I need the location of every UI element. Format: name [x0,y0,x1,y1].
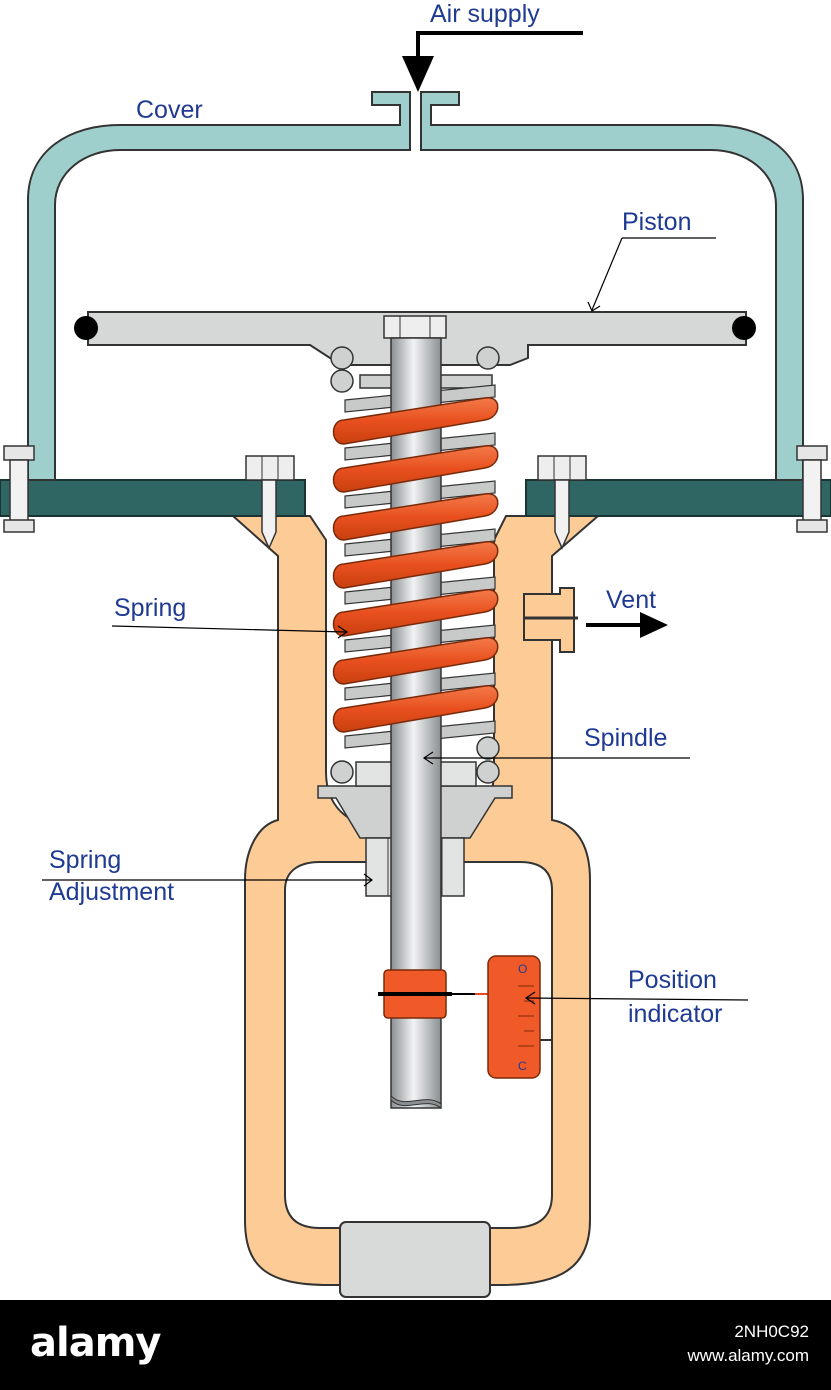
flange-bolt-left [3,445,35,533]
flange [0,479,831,517]
pneumatic-actuator-diagram: O C Air supply Cover Piston Spring Vent … [0,0,831,1298]
indicator-mark-open: O [518,962,527,976]
vent-port [523,587,668,653]
label-piston: Piston [622,208,691,236]
vent-arrow-icon [640,612,668,638]
position-indicator: O C [487,955,552,1079]
site-url-text: www.alamy.com [687,1346,809,1365]
label-vent: Vent [606,586,656,614]
label-spring-adjustment-line2: Adjustment [49,878,174,906]
label-spring: Spring [114,594,186,622]
spindle-clamp [378,969,490,1019]
air-supply-arrow-icon [402,31,583,92]
label-air-supply: Air supply [430,0,540,28]
leader-lines [42,237,749,1005]
yoke-screw-right [537,455,587,550]
watermark-logo: alamy [30,1320,161,1366]
watermark-image-id: 2NH0C92 www.alamy.com [687,1320,809,1368]
yoke-screw-left [245,455,295,550]
label-spring-adjustment-line1: Spring [49,846,121,874]
watermark-footer: alamy 2NH0C92 www.alamy.com [0,1300,831,1390]
flange-bolt-right [796,445,828,533]
label-position-indicator-line2: indicator [628,1000,723,1028]
label-spindle: Spindle [584,724,667,752]
cover [27,91,804,481]
label-position-indicator-line1: Position [628,966,717,994]
piston-nut [383,315,447,339]
spring [332,397,499,733]
label-cover: Cover [136,96,203,124]
image-id-text: 2NH0C92 [734,1322,809,1341]
indicator-mark-closed: C [518,1059,527,1073]
coupling-block [339,1221,491,1298]
